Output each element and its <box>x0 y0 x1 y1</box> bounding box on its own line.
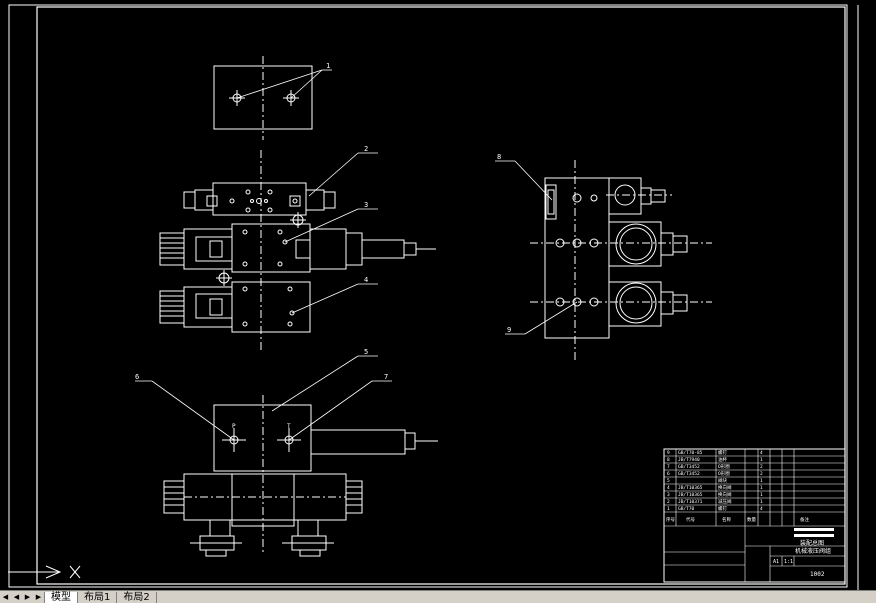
parts-cell-no: 3 <box>667 492 670 498</box>
outer-frame <box>8 4 859 590</box>
parts-header-name: 名称 <box>722 516 731 523</box>
callout-5: 5 <box>364 348 368 356</box>
parts-cell-name: 减压阀 <box>718 498 732 505</box>
parts-cell-qty: 1 <box>760 485 763 491</box>
callout-6: 6 <box>135 373 139 381</box>
leader-lines <box>135 69 578 441</box>
tab-layout1[interactable]: 布局1 <box>77 591 118 603</box>
manifold-block <box>163 395 438 557</box>
parts-cell-qty: 1 <box>760 457 763 463</box>
parts-cell-name: 换向阀 <box>718 491 732 498</box>
callout-2: 2 <box>364 145 368 153</box>
next-arrow-icon[interactable]: ▶ <box>24 593 31 601</box>
parts-cell-code: GB/T3452 <box>678 464 700 470</box>
side-view-assembly <box>530 160 712 360</box>
parts-cell-qty: 4 <box>760 506 763 512</box>
parts-cell-code: GB/T70 <box>678 506 695 512</box>
port-label-t: T <box>287 423 291 430</box>
directional-valve-lower <box>159 150 311 350</box>
parts-cell-no: 5 <box>667 478 670 484</box>
callout-7: 7 <box>384 373 388 381</box>
prev-arrow-icon[interactable]: ◀ <box>13 593 20 601</box>
title-block <box>663 448 846 583</box>
parts-cell-qty: 1 <box>760 478 763 484</box>
callout-3: 3 <box>364 201 368 209</box>
parts-cell-qty: 1 <box>760 492 763 498</box>
title-line2: 机械液压阀组 <box>795 547 831 555</box>
callout-8: 8 <box>497 153 501 161</box>
parts-header-no: 序号 <box>666 516 675 523</box>
sheet-code: A1 <box>773 559 779 565</box>
parts-cell-name: 螺钉 <box>718 505 727 512</box>
port-label-p: P <box>232 423 236 430</box>
scale-value: 1:1 <box>784 559 793 565</box>
parts-cell-no: 1 <box>667 506 670 512</box>
tab-layout2[interactable]: 布局2 <box>116 591 157 603</box>
parts-cell-no: 8 <box>667 457 670 463</box>
parts-cell-no: 9 <box>667 450 670 456</box>
parts-cell-name: 螺钉 <box>718 449 727 456</box>
callout-4: 4 <box>364 276 368 284</box>
parts-header-qty: 数量 <box>747 516 756 523</box>
callout-1: 1 <box>326 62 330 70</box>
parts-cell-code: GB/T3452 <box>678 471 700 477</box>
parts-cell-name: O形圈 <box>718 470 730 477</box>
parts-cell-no: 7 <box>667 464 670 470</box>
title-line1: 装配总图 <box>800 539 824 547</box>
parts-cell-code: JB/T7940 <box>678 457 700 463</box>
drawing-number: 1002 <box>810 571 825 578</box>
parts-cell-code: JB/T10365 <box>678 485 703 491</box>
parts-cell-code: JB/T10371 <box>678 499 703 505</box>
parts-cell-qty: 2 <box>760 471 763 477</box>
directional-valve-upper <box>159 223 436 286</box>
last-arrow-icon[interactable]: ▶ <box>35 593 42 601</box>
parts-header-note: 备注 <box>800 516 809 523</box>
parts-cell-name: 油杯 <box>718 456 727 463</box>
parts-header-code: 代号 <box>686 516 695 523</box>
parts-cell-code: JB/T10365 <box>678 492 703 498</box>
callout-labels: 1 2 3 4 5 6 7 8 9 P T <box>135 62 511 430</box>
parts-cell-qty: 2 <box>760 464 763 470</box>
parts-cell-no: 4 <box>667 485 670 491</box>
parts-cell-name: O形圈 <box>718 463 730 470</box>
parts-cell-no: 2 <box>667 499 670 505</box>
drawing-canvas[interactable]: 1 2 3 4 5 6 7 8 9 P T 9 <box>0 0 876 590</box>
tab-model[interactable]: 模型 <box>44 591 78 603</box>
parts-cell-qty: 1 <box>760 499 763 505</box>
layout-tab-bar: ◀ ◀ ▶ ▶ 模型 布局1 布局2 <box>0 590 876 603</box>
first-arrow-icon[interactable]: ◀ <box>2 593 9 601</box>
ucs-icon <box>8 565 81 579</box>
parts-cell-code: GB/T70-85 <box>678 450 703 456</box>
title-text: 装配总图 机械液压阀组 A1 1:1 1002 <box>773 539 831 578</box>
parts-cell-qty: 4 <box>760 450 763 456</box>
reducing-valve <box>183 182 336 228</box>
parts-cell-name: 阀块 <box>718 477 727 484</box>
parts-cell-name: 换向阀 <box>718 484 732 491</box>
top-cover-plate <box>213 56 313 140</box>
parts-cell-no: 6 <box>667 471 670 477</box>
callout-9: 9 <box>507 326 511 334</box>
